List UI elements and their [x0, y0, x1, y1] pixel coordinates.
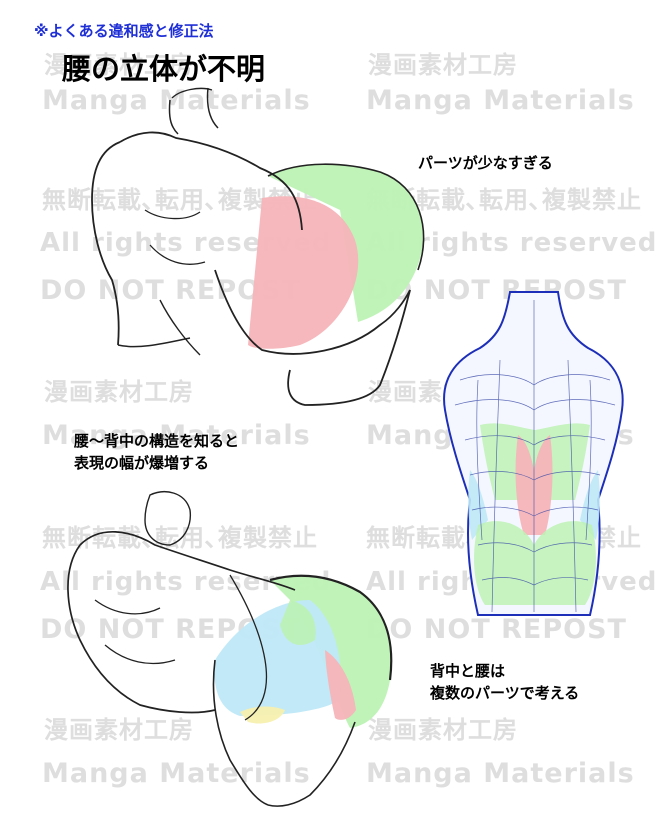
torso-bent-illustration — [91, 87, 425, 406]
caption-multiple-parts-line1: 背中と腰は — [430, 662, 506, 680]
watermark-brand-jp: 漫画素材工房 — [44, 716, 194, 744]
watermark-brand-en: Manga Materials — [42, 85, 311, 116]
watermark-brand-en: Manga Materials — [366, 758, 635, 789]
back-green-lower — [474, 521, 596, 605]
watermark-brand-jp: 漫画素材工房 — [44, 378, 194, 406]
caption-multiple-parts: 背中と腰は 複数のパーツで考える — [430, 660, 579, 704]
hip-red-region — [248, 196, 359, 349]
subtitle: ※よくある違和感と修正法 — [34, 22, 214, 40]
caption-multiple-parts-line2: 複数のパーツで考える — [430, 684, 580, 702]
caption-know-structure-line2: 表現の幅が爆増する — [74, 454, 210, 472]
watermark-brand-en: Manga Materials — [42, 758, 311, 789]
hip-yellow-region — [240, 706, 285, 724]
caption-too-few-parts: パーツが少なすぎる — [418, 154, 553, 172]
hip-green-inner — [280, 600, 316, 645]
watermark-brand-en: Manga Materials — [366, 85, 635, 116]
watermark-brand-en: Manga Materials — [42, 420, 311, 451]
hip-blue-region — [214, 600, 341, 716]
caption-know-structure: 腰～背中の構造を知ると 表現の幅が爆増する — [74, 430, 239, 474]
hip-red-inner — [325, 650, 356, 720]
caption-know-structure-line1: 腰～背中の構造を知ると — [74, 432, 240, 450]
page-title: 腰の立体が不明 — [62, 52, 266, 86]
back-anatomy-illustration — [443, 291, 624, 616]
torso-parts-illustration — [67, 491, 393, 807]
watermark-brand-jp: 漫画素材工房 — [368, 716, 518, 744]
back-green-upper — [480, 423, 590, 500]
watermark-brand-jp: 漫画素材工房 — [368, 51, 518, 79]
watermark-brand-jp: 漫画素材工房 — [44, 51, 194, 79]
watermark-no-repost: DO NOT REPOST — [366, 614, 627, 645]
